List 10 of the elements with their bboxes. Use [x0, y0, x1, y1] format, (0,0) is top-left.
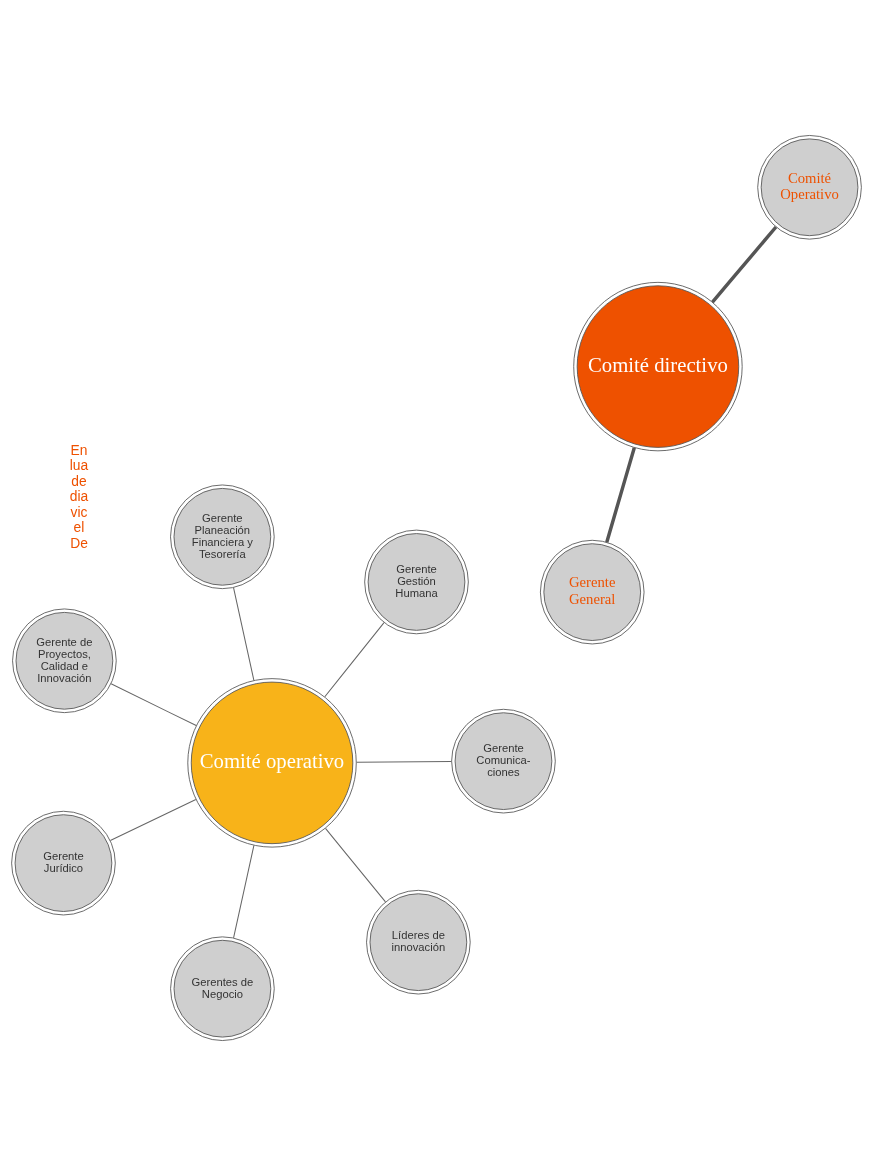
connector	[324, 622, 385, 698]
connector	[711, 225, 778, 304]
label: En lua de dia vic el De	[69, 441, 89, 551]
connector	[233, 844, 255, 939]
connector	[233, 587, 255, 681]
connector	[324, 827, 386, 903]
connector	[110, 683, 197, 727]
connector	[605, 447, 636, 543]
connector	[109, 799, 197, 842]
connector	[356, 761, 452, 763]
